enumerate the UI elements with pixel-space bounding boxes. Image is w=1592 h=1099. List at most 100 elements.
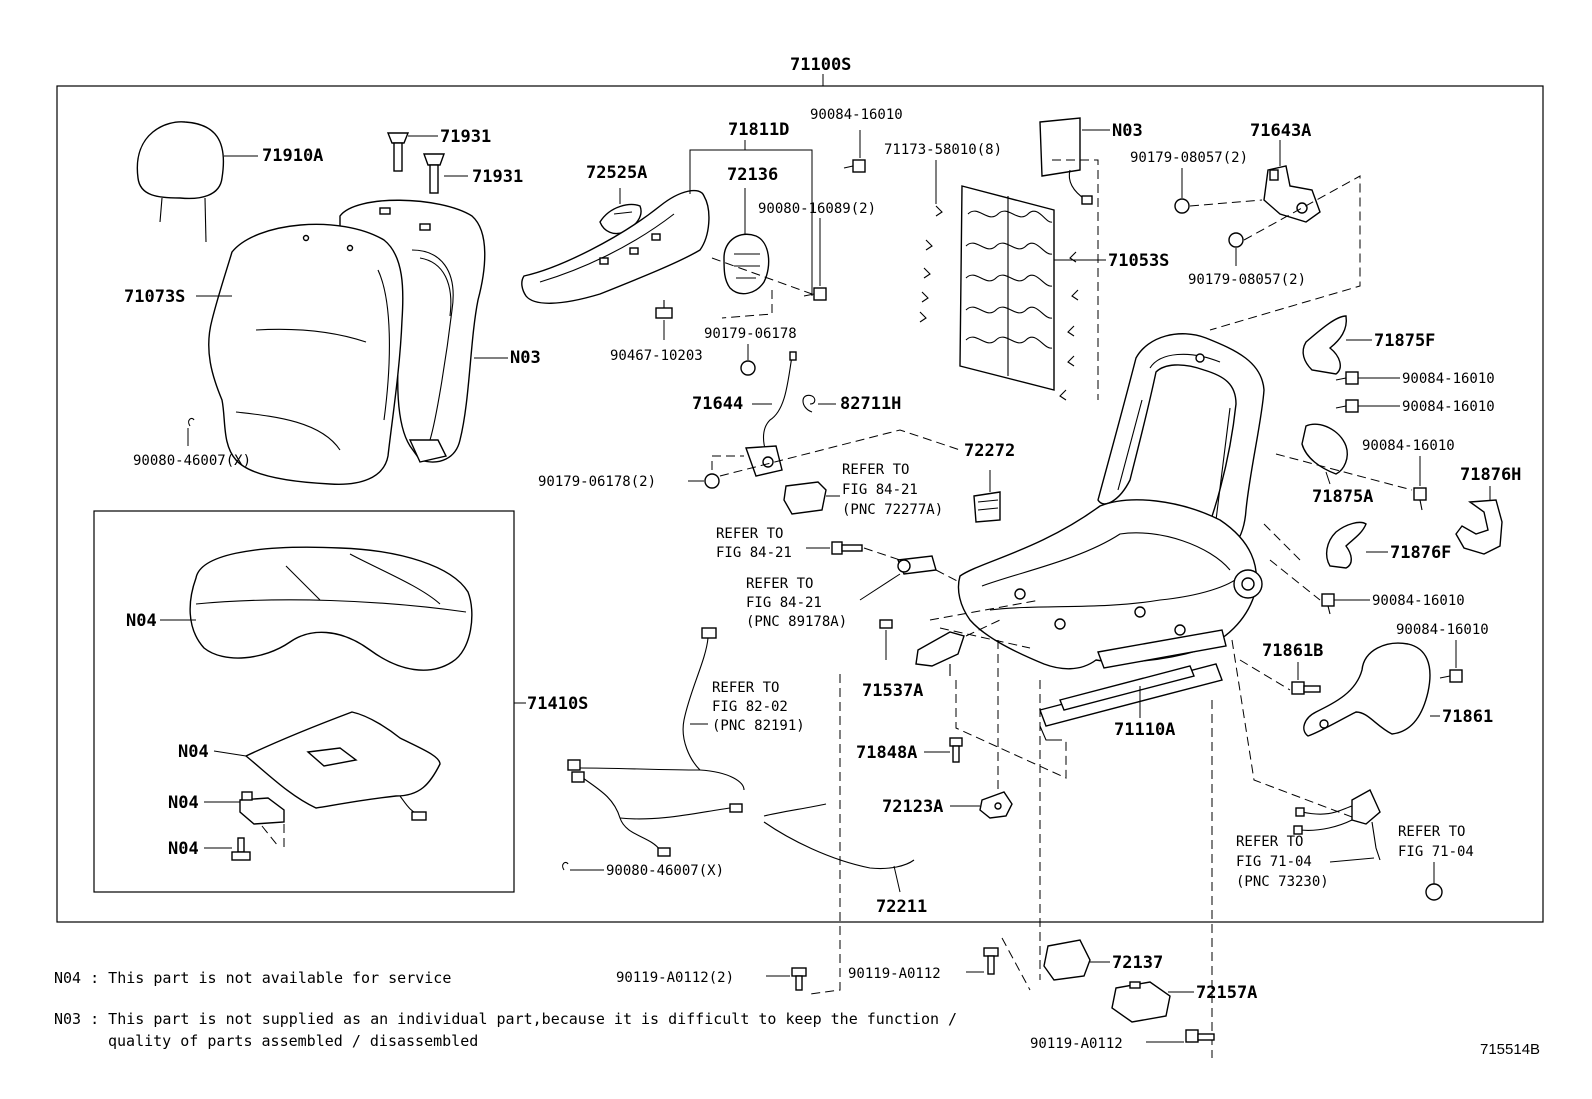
- wire-harness-part: [567, 627, 745, 857]
- cover-71875a-label: 71875A: [1312, 487, 1373, 507]
- pin-dash: [955, 680, 1067, 779]
- note-n04: N04 : This part is not available for ser…: [54, 969, 451, 987]
- wire-72211-part: [763, 803, 915, 870]
- refer-3-leader: [859, 573, 901, 601]
- bolt-b3-part: [1185, 1029, 1215, 1043]
- screw-top-label: 90084-16010: [810, 107, 903, 123]
- clip-shield-label: 90467-10203: [610, 348, 703, 364]
- seatbelt-buckle-part: [1293, 789, 1381, 861]
- headrest-part: [136, 121, 225, 243]
- knob-part: [723, 233, 770, 295]
- cover-71876f-part: [1325, 521, 1367, 569]
- clip-cable-part: [802, 394, 816, 413]
- spring-dash: [1052, 159, 1099, 400]
- airbag-label: N03: [1112, 121, 1143, 141]
- sensor-label: N04: [168, 793, 199, 813]
- screw-r3-label: 90084-16010: [1362, 438, 1455, 454]
- shield-71861-label: 71861: [1442, 707, 1493, 727]
- cover-71876h-part: [1455, 499, 1503, 555]
- shield-cover-bracket: [689, 149, 813, 296]
- handle-71537a-label: 71537A: [862, 681, 923, 701]
- clip-back-label: 71173-58010(8): [884, 142, 1002, 158]
- seatback-pad-part: [339, 199, 486, 463]
- guide-1-label: 71931: [440, 127, 491, 147]
- cable-dash: [711, 429, 961, 477]
- lower-dash: [809, 674, 1213, 1058]
- screw-r5-part: [1439, 669, 1463, 683]
- screw-side-label: 90080-16089(2): [758, 201, 876, 217]
- handle-71537a-part: [879, 619, 965, 676]
- bracket-upper-part: [1263, 165, 1321, 223]
- cushion-subassembly-frame: [93, 510, 515, 893]
- bolt-b2-part: [983, 947, 999, 975]
- cover-71876f-label: 71876F: [1390, 543, 1451, 563]
- bolt-b2-label: 90119-A0112: [848, 966, 941, 982]
- refer-1-line-3: (PNC 72277A): [842, 502, 943, 518]
- shield-cover-label: 71811D: [728, 120, 789, 140]
- seatback-cover-part: [208, 223, 404, 485]
- sensor-refer-3-part: [896, 555, 937, 575]
- refer-4-line-2: FIG 82-02: [712, 699, 788, 715]
- cushion-cover-label: N04: [126, 611, 157, 631]
- bolt-b3-label: 90119-A0112: [1030, 1036, 1123, 1052]
- screw-r1-label: 90084-16010: [1402, 371, 1495, 387]
- clip-shield-part: [655, 300, 673, 319]
- refer-1-line-1: REFER TO: [842, 462, 909, 478]
- hog-ring-cushion-icon: [562, 861, 569, 871]
- shield-71861b-part: [1291, 681, 1321, 695]
- cover-72137-part: [1043, 939, 1091, 981]
- nut-cable-part: [740, 360, 756, 376]
- nut-upper-2-part: [1228, 232, 1244, 248]
- pin-71848a-label: 71848A: [856, 743, 917, 763]
- wire-72211-label: 72211: [876, 897, 927, 917]
- screw-r3-part: [1413, 487, 1427, 511]
- lever-stopper-label: 72272: [964, 441, 1015, 461]
- headrest-guide-2: [423, 153, 445, 194]
- clip-cable-label: 82711H: [840, 394, 901, 414]
- screw-top-part: [843, 159, 866, 173]
- clip-72123a-label: 72123A: [882, 797, 943, 817]
- cable-label: 71644: [692, 394, 743, 414]
- cushion-cover-part: [189, 546, 473, 671]
- bolt-sensor-part: [231, 837, 251, 861]
- hog-ring-back-label: 90080-46007(X): [133, 453, 251, 469]
- bolt-b1-part: [791, 967, 807, 991]
- refer-3-line-2: FIG 84-21: [746, 595, 822, 611]
- refer-4-line-3: (PNC 82191): [712, 718, 805, 734]
- nut-cable-2-label: 90179-06178(2): [538, 474, 656, 490]
- sensor-part: [239, 791, 285, 825]
- diagram-id: 715514B: [1480, 1041, 1540, 1058]
- refer-1-line-2: FIG 84-21: [842, 482, 918, 498]
- cover-71876h-label: 71876H: [1460, 465, 1521, 485]
- shield-cover-part: [521, 189, 710, 304]
- refer-6-line-1: REFER TO: [1398, 824, 1465, 840]
- hog-ring-back-icon: [188, 417, 195, 427]
- clip-72123a-part: [979, 791, 1013, 819]
- cushion-pad-leader: [213, 750, 247, 757]
- nut-upper-1-label: 90179-08057(2): [1130, 150, 1248, 166]
- nut-belt-part: [1425, 883, 1443, 901]
- cover-71875f-part: [1302, 315, 1347, 375]
- cover-71875f-label: 71875F: [1374, 331, 1435, 351]
- back-clips: [919, 205, 1079, 401]
- bolt-refer-2-part: [831, 541, 863, 555]
- nut-upper-2-label: 90179-08057(2): [1188, 272, 1306, 288]
- refer-3-line-1: REFER TO: [746, 576, 813, 592]
- refer-5-line-3: (PNC 73230): [1236, 874, 1329, 890]
- cover-72157a-label: 72157A: [1196, 983, 1257, 1003]
- hog-ring-cushion-label: 90080-46007(X): [606, 863, 724, 879]
- bolt-sensor-label: N04: [168, 839, 199, 859]
- seat-track-part: [1039, 629, 1227, 741]
- handle-dash: [929, 599, 1041, 649]
- refer-3-line-3: (PNC 89178A): [746, 614, 847, 630]
- refer-6-line-2: FIG 71-04: [1398, 844, 1474, 860]
- cover-71875a-leader: [1325, 471, 1331, 485]
- back-cover-label: 71073S: [124, 287, 185, 307]
- headrest-guide-1: [386, 132, 410, 172]
- seat-track-label: 71110A: [1114, 720, 1175, 740]
- refer-2-line-2: FIG 84-21: [716, 545, 792, 561]
- screw-r2-part: [1335, 399, 1359, 413]
- shield-inner-label: 72525A: [586, 163, 647, 183]
